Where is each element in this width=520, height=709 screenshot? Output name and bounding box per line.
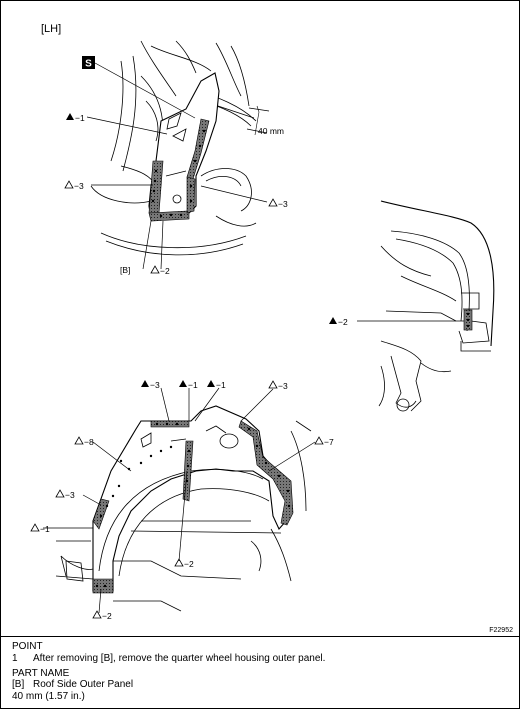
measurement-note: 40 mm (1.57 in.) [12,691,85,702]
s-symbol: S [82,56,196,119]
callout-c3-lower-left: −3 [55,489,75,500]
svg-text:−8: −8 [84,437,94,447]
svg-text:−2: −2 [338,317,348,327]
callout-c1-upper: −1 [66,113,85,123]
svg-text:−1: −1 [188,380,198,390]
callout-c1-lower: −1 [30,523,50,534]
callout-b-upper: [B] [120,265,130,275]
svg-text:−1: −1 [216,380,226,390]
side-label: [LH] [41,23,61,35]
callout-a1-lower-b: −1 [207,380,226,390]
upper-leader-lines [86,116,268,270]
svg-text:−3: −3 [74,181,84,191]
repair-diagram: [LH] [30,23,513,634]
point-heading: POINT [12,641,43,652]
notes-section: POINT 1 After removing [B], remove the qu… [1,636,519,709]
callout-c2-lower-mid: −2 [174,558,194,569]
svg-text:−7: −7 [324,437,334,447]
right-weld-strip [357,309,473,331]
point-item-text: After removing [B], remove the quarter w… [33,653,326,664]
upper-illustration [90,40,270,256]
part-item-code: [B] [12,679,25,690]
svg-text:−2: −2 [160,266,170,276]
part-name-heading: PART NAME [12,668,70,679]
upper-weld-strips [148,118,210,222]
callout-c2-lower-bottom: −2 [92,610,112,621]
svg-text:−3: −3 [278,381,288,391]
right-illustration [378,200,495,412]
svg-text:−2: −2 [102,611,112,621]
callout-a3-lower: −3 [141,380,160,390]
svg-text:−1: −1 [75,113,85,123]
figure-code: F22952 [489,627,513,634]
callout-c2-upper: −2 [150,265,170,276]
svg-text:S: S [85,59,92,70]
callout-a1-lower-a: −1 [179,380,198,390]
callout-c3-upper-right: −3 [268,198,288,209]
callout-a2-right: −2 [329,317,348,327]
part-item: [B] Roof Side Outer Panel [12,679,133,691]
svg-text:−3: −3 [65,490,75,500]
svg-text:−3: −3 [278,199,288,209]
callout-c7-lower: −7 [314,436,334,447]
svg-text:−2: −2 [184,559,194,569]
callout-c8-lower: −8 [74,436,94,447]
part-item-text: Roof Side Outer Panel [33,679,134,690]
callout-c3-lower-top: −3 [268,380,288,391]
dimension-label: 40 mm [258,126,284,136]
upper-weld-dots [151,129,206,218]
callout-c3-upper-left: −3 [64,180,84,191]
point-item: 1 After removing [B], remove the quarter … [12,653,325,665]
svg-text:−3: −3 [150,380,160,390]
lower-leader-lines [43,387,316,614]
point-item-number: 1 [12,653,18,664]
svg-text:−1: −1 [40,524,50,534]
